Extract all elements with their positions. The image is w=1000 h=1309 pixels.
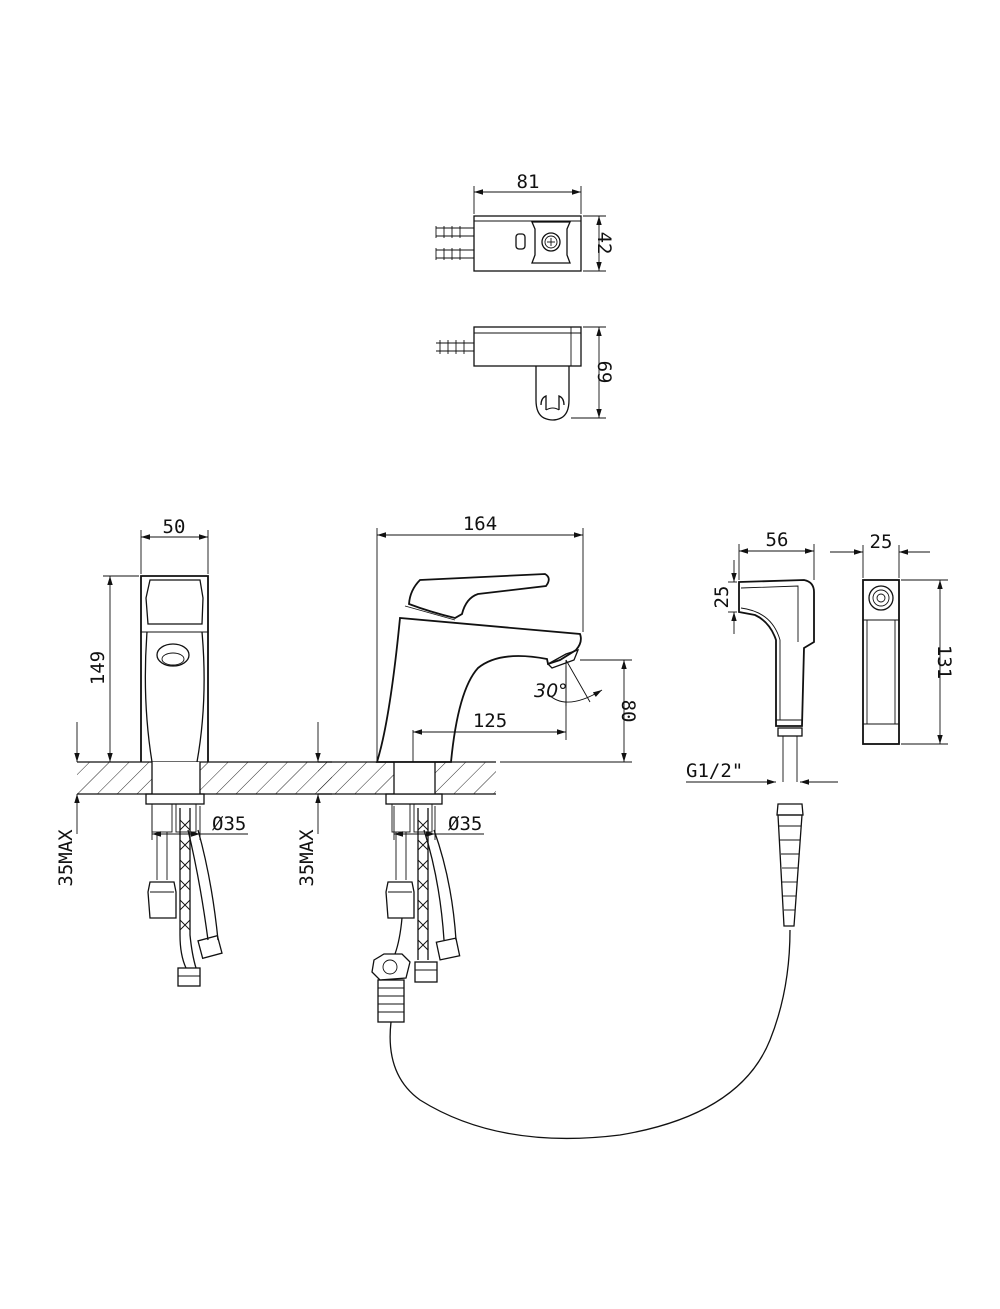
dim-shower-length-label: 131 [933, 645, 955, 679]
dim-counter-front-label: 35MAX [55, 829, 77, 887]
dim-front-width [140, 530, 209, 574]
dim-side-width [376, 528, 584, 760]
dim-side-width-label: 164 [463, 513, 497, 535]
faucet-side-view [318, 573, 582, 795]
hand-shower-front [738, 579, 815, 782]
holder-top-view [435, 215, 582, 272]
dim-top-width [473, 186, 582, 214]
dim-side-height-label: 69 [593, 361, 615, 384]
holder-side-view [436, 326, 582, 421]
dim-hole-front-label: Ø35 [212, 813, 246, 835]
dim-spout-height [500, 659, 632, 763]
dim-shower-width-label: 56 [766, 529, 789, 551]
dim-shower-length [901, 579, 948, 745]
dim-shower-side-width-label: 25 [870, 531, 893, 553]
dim-shower-head-depth [728, 560, 737, 634]
dim-top-height [583, 215, 606, 272]
hand-shower-connector [776, 803, 804, 927]
dim-counter-side-label: 35MAX [296, 829, 318, 887]
faucet-front-view [77, 575, 332, 987]
dim-side-height [571, 326, 606, 419]
shower-hose [389, 929, 791, 1140]
dim-shower-width [738, 544, 815, 580]
dim-hole-front [151, 806, 248, 840]
dim-top-width-label: 81 [517, 171, 540, 193]
dim-spout-reach-label: 125 [473, 710, 507, 732]
dim-hole-side-label: Ø35 [448, 813, 482, 835]
dim-front-width-label: 50 [163, 516, 186, 538]
dim-spout-angle [547, 659, 603, 706]
dim-faucet-height-label: 149 [87, 651, 109, 685]
dim-faucet-height [103, 575, 139, 762]
dim-top-height-label: 42 [593, 232, 615, 255]
dim-shower-side-width [830, 545, 930, 578]
dim-spout-height-label: 80 [617, 700, 639, 723]
hand-shower-side [862, 579, 900, 745]
dim-hose-thread-label: G1/2" [686, 760, 743, 782]
dim-spout-angle-label: 30° [534, 680, 568, 702]
dim-shower-head-depth-label: 25 [711, 586, 733, 609]
side-view-fittings [371, 793, 461, 1023]
